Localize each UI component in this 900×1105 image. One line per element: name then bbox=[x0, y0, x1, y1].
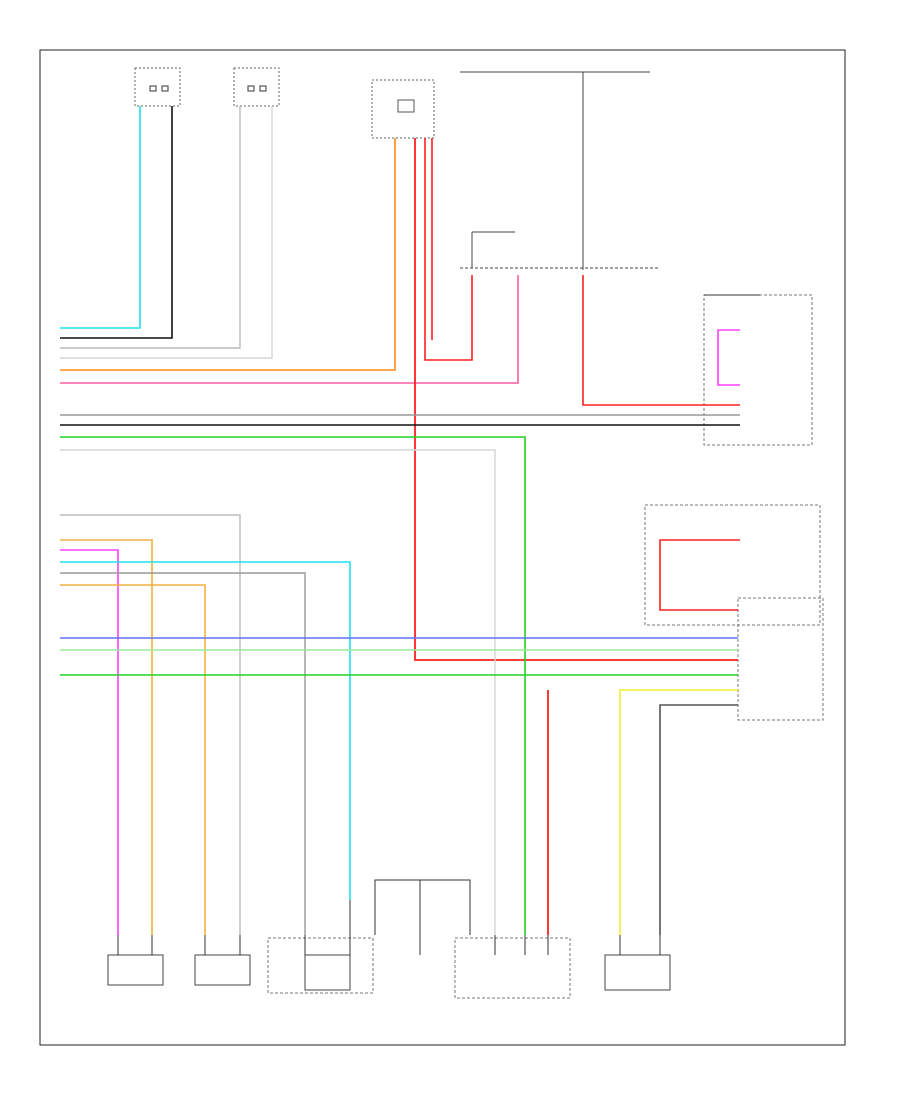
diagram-border bbox=[39, 49, 846, 1046]
wire-red-3 bbox=[414, 138, 738, 661]
power-splice-line bbox=[460, 71, 660, 270]
wire-blk-2 bbox=[659, 704, 738, 935]
sensor-module bbox=[267, 937, 374, 994]
right-bottom-sensor bbox=[604, 954, 671, 991]
wire-orn-1 bbox=[60, 138, 396, 371]
front-right-sensor bbox=[107, 954, 164, 986]
wire-tan-1 bbox=[60, 539, 153, 935]
center-ground-bracket bbox=[374, 879, 471, 935]
wire-wht-1 bbox=[60, 106, 273, 359]
wire-wht-2 bbox=[60, 449, 496, 935]
wire-tan-2 bbox=[60, 584, 206, 935]
wire-lt-blu-2 bbox=[60, 561, 351, 900]
right-top-module bbox=[703, 294, 813, 446]
front-left-sensor bbox=[194, 954, 251, 986]
wire-lt-blu-1 bbox=[60, 106, 141, 329]
wire-red-6 bbox=[659, 539, 740, 611]
wire-pnk-1 bbox=[60, 275, 519, 384]
wire-grn-1 bbox=[60, 436, 526, 935]
wire-gry-1 bbox=[60, 106, 241, 349]
wire-red-1 bbox=[424, 138, 473, 361]
climate-module bbox=[644, 504, 824, 721]
wire-gry-3 bbox=[60, 572, 306, 935]
left-mirror bbox=[233, 67, 280, 107]
terminal-marks bbox=[117, 900, 661, 955]
wire-blk-1 bbox=[60, 106, 173, 339]
wire-red-5 bbox=[582, 275, 740, 406]
right-mirror bbox=[134, 67, 181, 107]
wire-gry-2 bbox=[60, 514, 241, 935]
wire-yel-1 bbox=[619, 689, 738, 935]
center-sensor bbox=[454, 937, 571, 999]
fuse-block bbox=[371, 79, 435, 139]
wire-ppl-2 bbox=[60, 549, 119, 935]
wire-ppl-1 bbox=[717, 329, 740, 386]
